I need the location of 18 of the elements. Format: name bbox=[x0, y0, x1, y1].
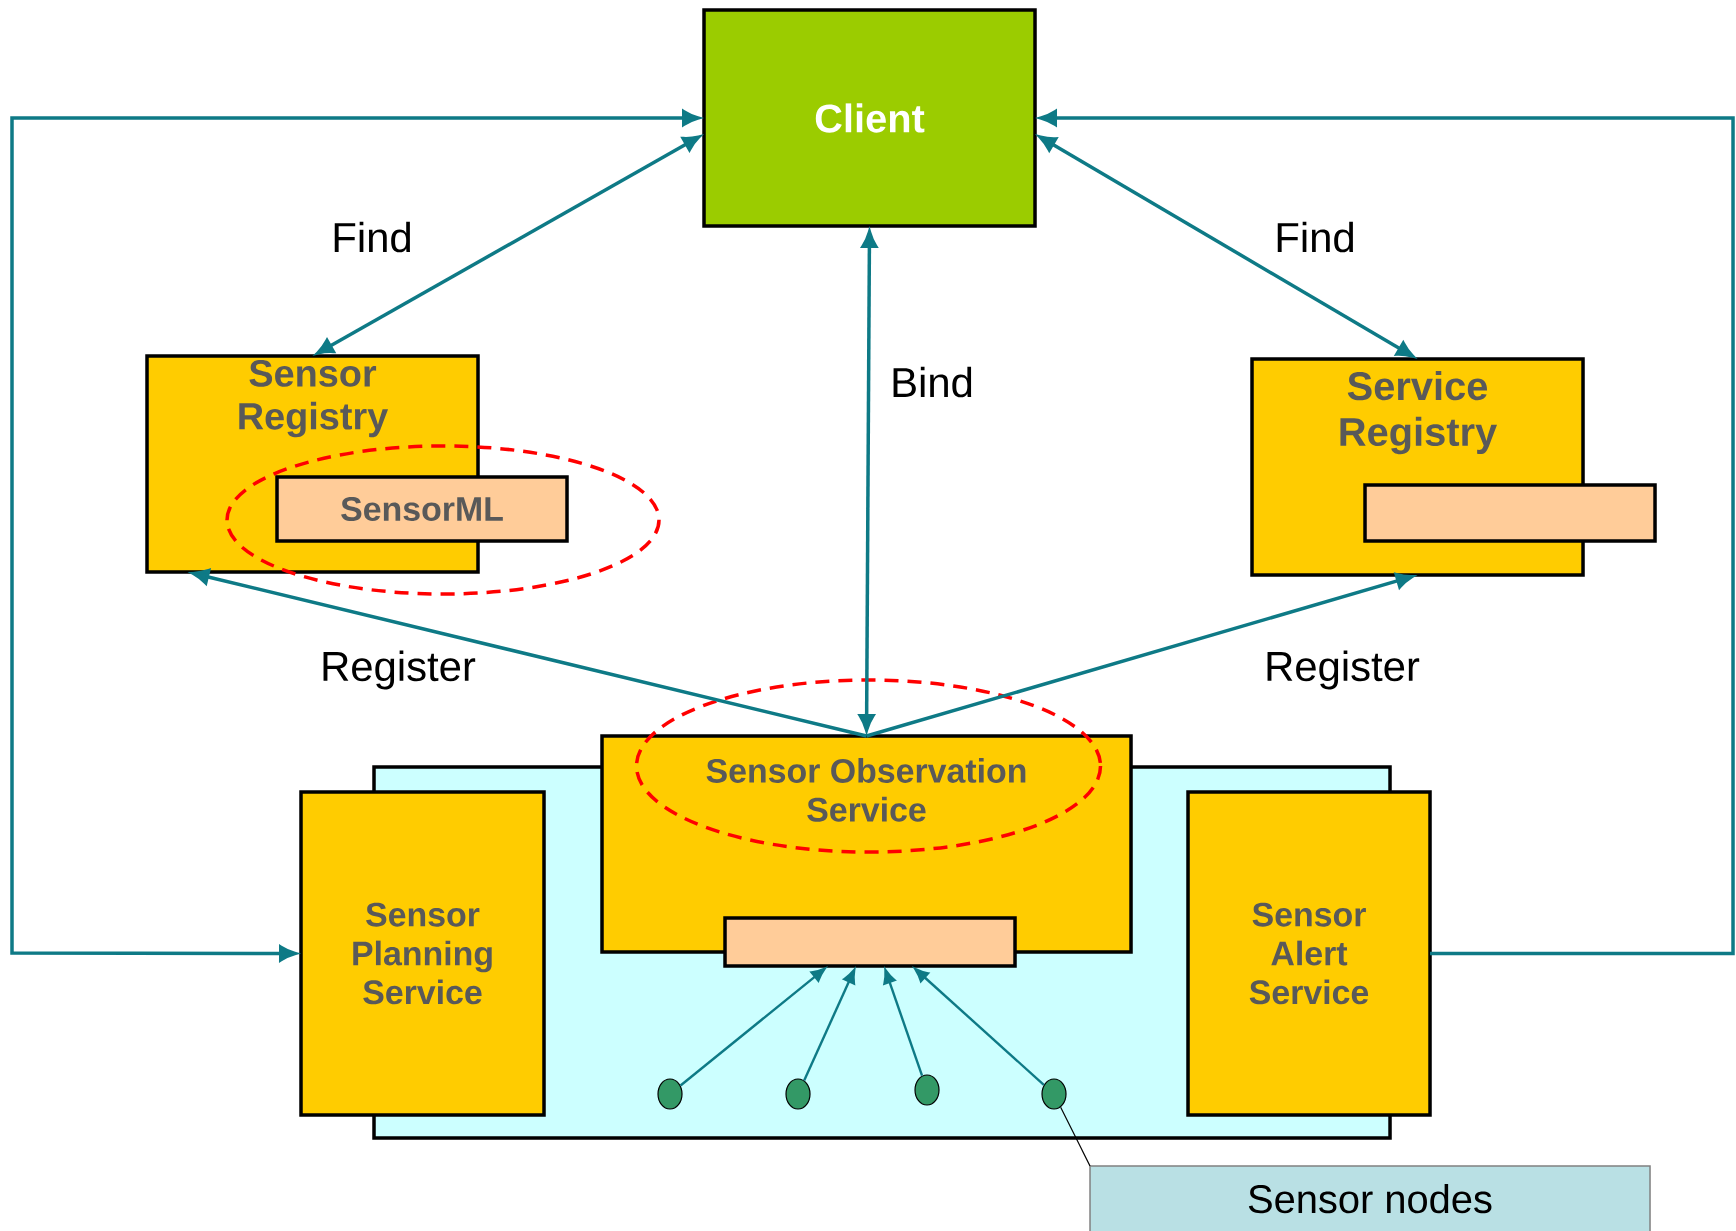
sensor-node bbox=[785, 1078, 811, 1110]
edge-label: Bind bbox=[888, 364, 976, 400]
data-box bbox=[723, 916, 1017, 968]
format-box bbox=[1363, 483, 1657, 543]
caption-box: Sensor nodes bbox=[1089, 1165, 1651, 1231]
sensor-node bbox=[1041, 1078, 1067, 1110]
arrow bbox=[883, 969, 924, 1077]
sensor-node bbox=[657, 1078, 683, 1110]
service-box: Sensor Alert Service bbox=[1186, 790, 1432, 1117]
arrow bbox=[914, 967, 1045, 1086]
client-box: Client bbox=[702, 8, 1037, 228]
sensor-node bbox=[914, 1074, 940, 1106]
highlighted-service-box: Sensor Observation Service bbox=[600, 678, 1133, 954]
highlighted-format-box: SensorML bbox=[225, 444, 661, 596]
arrow bbox=[803, 968, 856, 1081]
service-box: Sensor Planning Service bbox=[299, 790, 546, 1117]
arrow bbox=[679, 967, 826, 1087]
leader-line bbox=[1060, 1106, 1091, 1167]
